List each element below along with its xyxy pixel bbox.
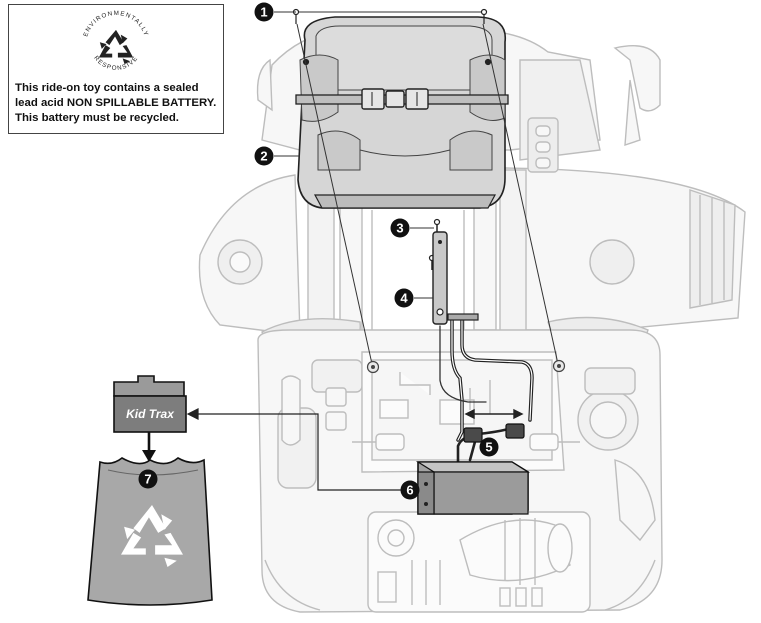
seat [297, 16, 507, 209]
removed-battery: Kid Trax [113, 375, 187, 433]
recycle-icon [98, 29, 134, 65]
battery-installed [415, 461, 531, 515]
svg-text:3: 3 [396, 221, 403, 236]
callout-6: 6 [400, 480, 420, 500]
disconnect-arrows [464, 408, 524, 420]
battery-brand-label: Kid Trax [126, 407, 175, 421]
battery-compartment [352, 351, 580, 473]
environmentally-responsive-seal: ENVIRONMENTALLY RESPONSIVE [82, 10, 148, 72]
battery-hold-down-bracket [428, 218, 448, 325]
svg-text:4: 4 [400, 291, 408, 306]
callout-3: 3 [390, 218, 434, 238]
seat-belt [295, 88, 509, 110]
down-arrow [142, 432, 156, 462]
svg-text:6: 6 [406, 483, 413, 498]
notice-line-3: This battery must be recycled. [15, 112, 179, 124]
notice-line-1: This ride-on toy contains a sealed [15, 82, 199, 94]
mounting-holes [366, 359, 566, 374]
recycling-notice-text: This ride-on toy contains a sealed lead … [15, 81, 221, 126]
callout-1: 1 [254, 2, 296, 22]
screw-leader-lines [296, 23, 559, 365]
seat-screws [292, 8, 492, 66]
callout-5: 5 [479, 437, 499, 457]
recycling-notice: ENVIRONMENTALLY RESPONSIVE This ride-on … [8, 4, 224, 134]
motor-area [367, 511, 591, 613]
wire-connectors [463, 423, 525, 443]
callout-7: 7 [138, 469, 158, 489]
svg-text:1: 1 [260, 5, 267, 20]
svg-text:5: 5 [485, 440, 492, 455]
notice-line-2: lead acid NON SPILLABLE BATTERY. [15, 97, 217, 109]
callout-2: 2 [254, 146, 300, 166]
svg-text:2: 2 [260, 149, 267, 164]
removal-path-arrow [186, 408, 418, 491]
recycle-icon [121, 505, 183, 567]
svg-text:7: 7 [144, 472, 151, 487]
callout-4: 4 [394, 288, 433, 308]
